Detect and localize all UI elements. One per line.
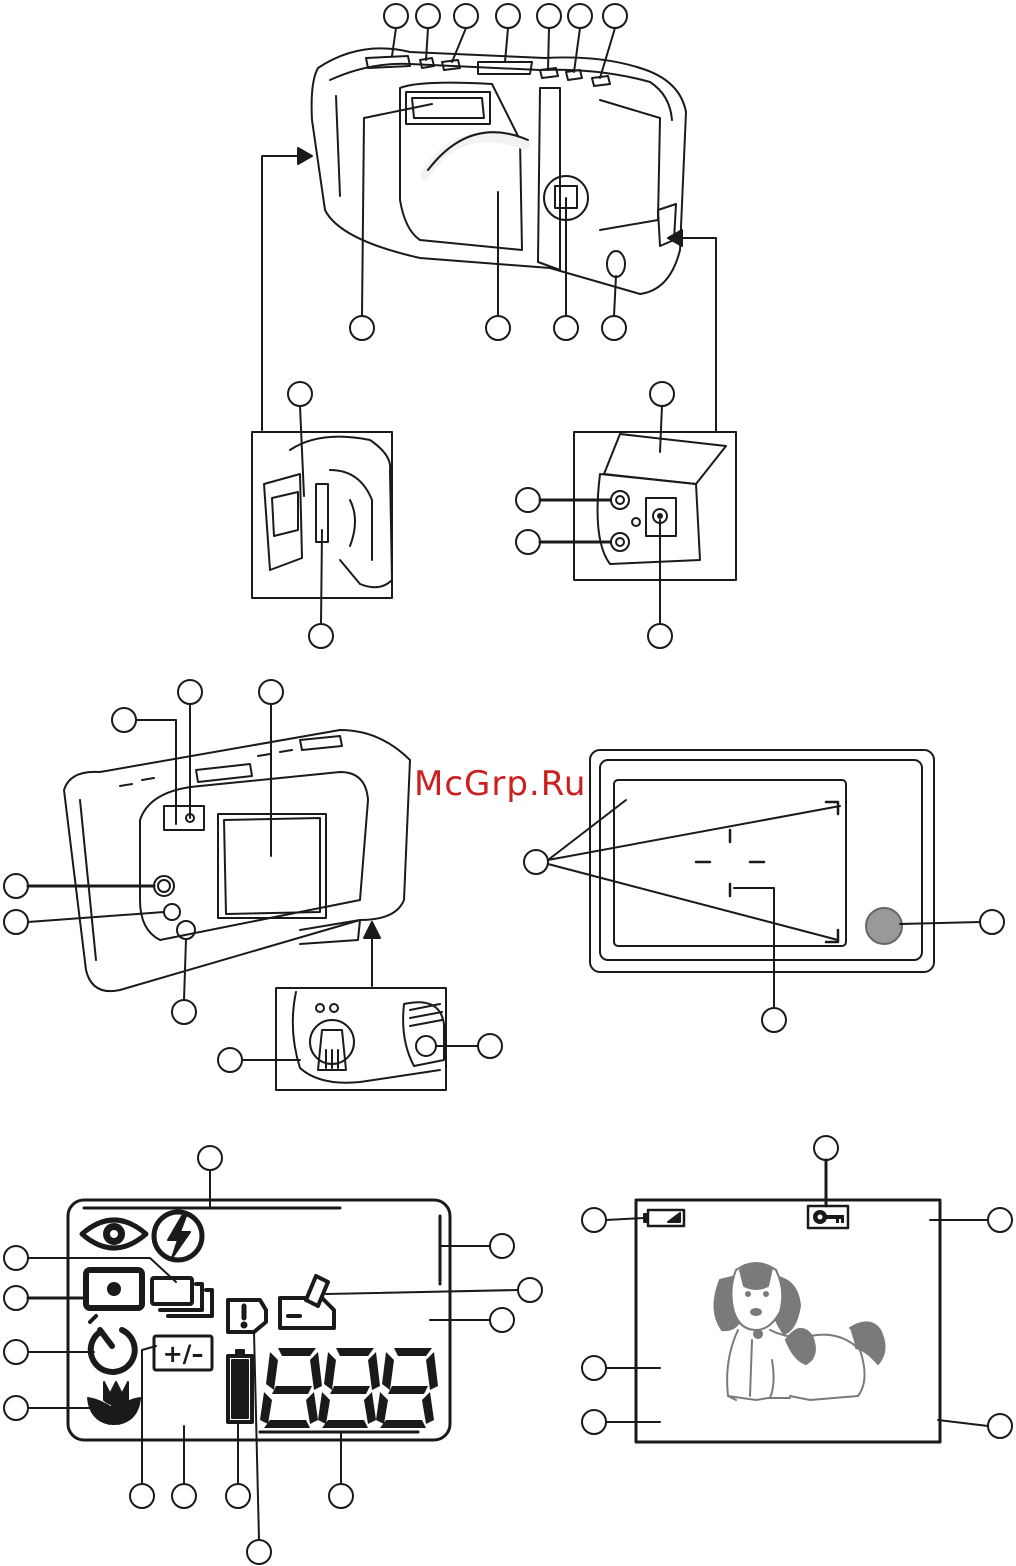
lcd-status-panel: +/– [4, 1146, 542, 1564]
continuous-shot-icon [152, 1278, 212, 1316]
connector-panel-inset [516, 382, 736, 648]
camera-front-view [262, 4, 716, 432]
battery-icon [228, 1350, 252, 1422]
viewfinder-diagram [524, 750, 1004, 1032]
frame-counter-display [260, 1348, 438, 1428]
red-eye-icon [82, 1220, 146, 1248]
camera-back-view [4, 680, 410, 1024]
battery-indicator-icon [644, 1210, 684, 1226]
macro-flower-icon [88, 1382, 140, 1424]
self-timer-icon [90, 1316, 135, 1372]
warning-icon [228, 1300, 266, 1332]
battery-compartment-inset [252, 382, 392, 648]
protect-key-icon [808, 1206, 848, 1228]
exposure-comp-label: +/– [163, 1340, 204, 1368]
monitor-display-panel [582, 1136, 1012, 1442]
spot-meter-icon [86, 1270, 142, 1308]
watermark: McGrp.Ru [414, 764, 586, 804]
memory-card-icon [280, 1276, 334, 1328]
flash-off-icon [154, 1212, 202, 1260]
dog-photo [714, 1263, 884, 1400]
exposure-comp-icon: +/– [154, 1336, 212, 1370]
mode-dial-inset [218, 988, 502, 1090]
